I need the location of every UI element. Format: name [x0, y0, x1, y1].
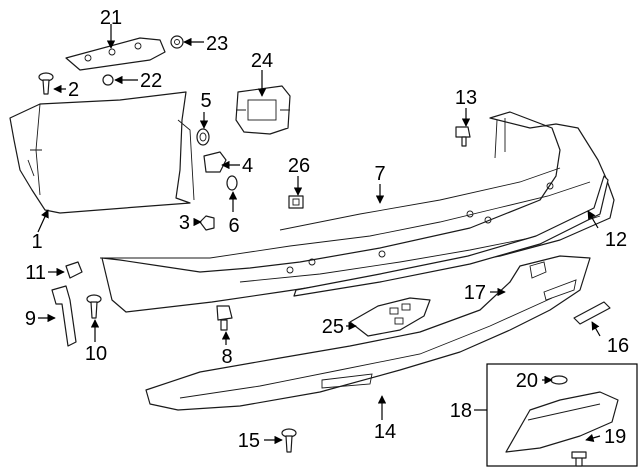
callout-5: 5: [200, 90, 211, 112]
part-21-bracket: [65, 37, 166, 71]
callout-10: 10: [85, 343, 107, 365]
part-5-grommet: [196, 128, 210, 146]
callout-19: 19: [604, 426, 626, 448]
part-3-nut: [199, 215, 215, 231]
part-6-grommet: [226, 175, 238, 191]
callout-16: 16: [607, 335, 629, 357]
callout-12: 12: [605, 229, 627, 251]
callout-7: 7: [374, 163, 385, 185]
part-23-clip: [170, 35, 184, 49]
callout-15: 15: [238, 430, 260, 452]
part-24-module: [235, 85, 291, 135]
part-14-diffuser: [145, 255, 591, 411]
inset-box-18: [486, 363, 638, 467]
part-8-bolt: [216, 305, 233, 331]
callout-24: 24: [251, 50, 273, 72]
callout-6: 6: [228, 215, 239, 237]
part-15-bolt: [281, 428, 297, 453]
part-10-screw: [86, 294, 102, 319]
callout-labels: 21 23 2 22 24 5 13 4 6 26 7 3 1 12 11 17…: [25, 7, 629, 452]
callout-20: 20: [516, 370, 538, 392]
leader-lines: [37, 24, 601, 445]
callout-14: 14: [374, 421, 396, 443]
callout-3: 3: [179, 212, 190, 234]
callout-18: 18: [450, 400, 472, 422]
callout-8: 8: [221, 346, 232, 368]
leader-1: [37, 209, 49, 233]
callout-17: 17: [464, 282, 486, 304]
callout-26: 26: [288, 155, 310, 177]
callout-2: 2: [68, 79, 79, 101]
leader-12: [587, 210, 599, 229]
callout-13: 13: [455, 87, 477, 109]
part-16-trim: [573, 301, 611, 325]
part-22-clip: [102, 74, 114, 86]
callout-4: 4: [242, 155, 253, 177]
callout-25: 25: [322, 316, 344, 338]
callout-21: 21: [100, 7, 122, 29]
part-9-bracket: [51, 285, 77, 347]
callout-23: 23: [206, 33, 228, 55]
callout-1: 1: [31, 231, 42, 253]
part-2-screw: [38, 72, 54, 95]
part-11-clip: [65, 261, 83, 279]
leader-19: [585, 433, 601, 442]
part-13-bolt: [455, 126, 471, 147]
part-1-side-panel: [9, 91, 195, 214]
part-4-sensor: [203, 151, 227, 173]
leader-16: [591, 321, 601, 337]
callout-9: 9: [25, 308, 36, 330]
part-26-clip: [288, 195, 304, 209]
callout-11: 11: [25, 262, 46, 284]
part-25-bracket: [349, 297, 431, 337]
callout-22: 22: [140, 70, 162, 92]
part-12-molding: [293, 175, 609, 297]
